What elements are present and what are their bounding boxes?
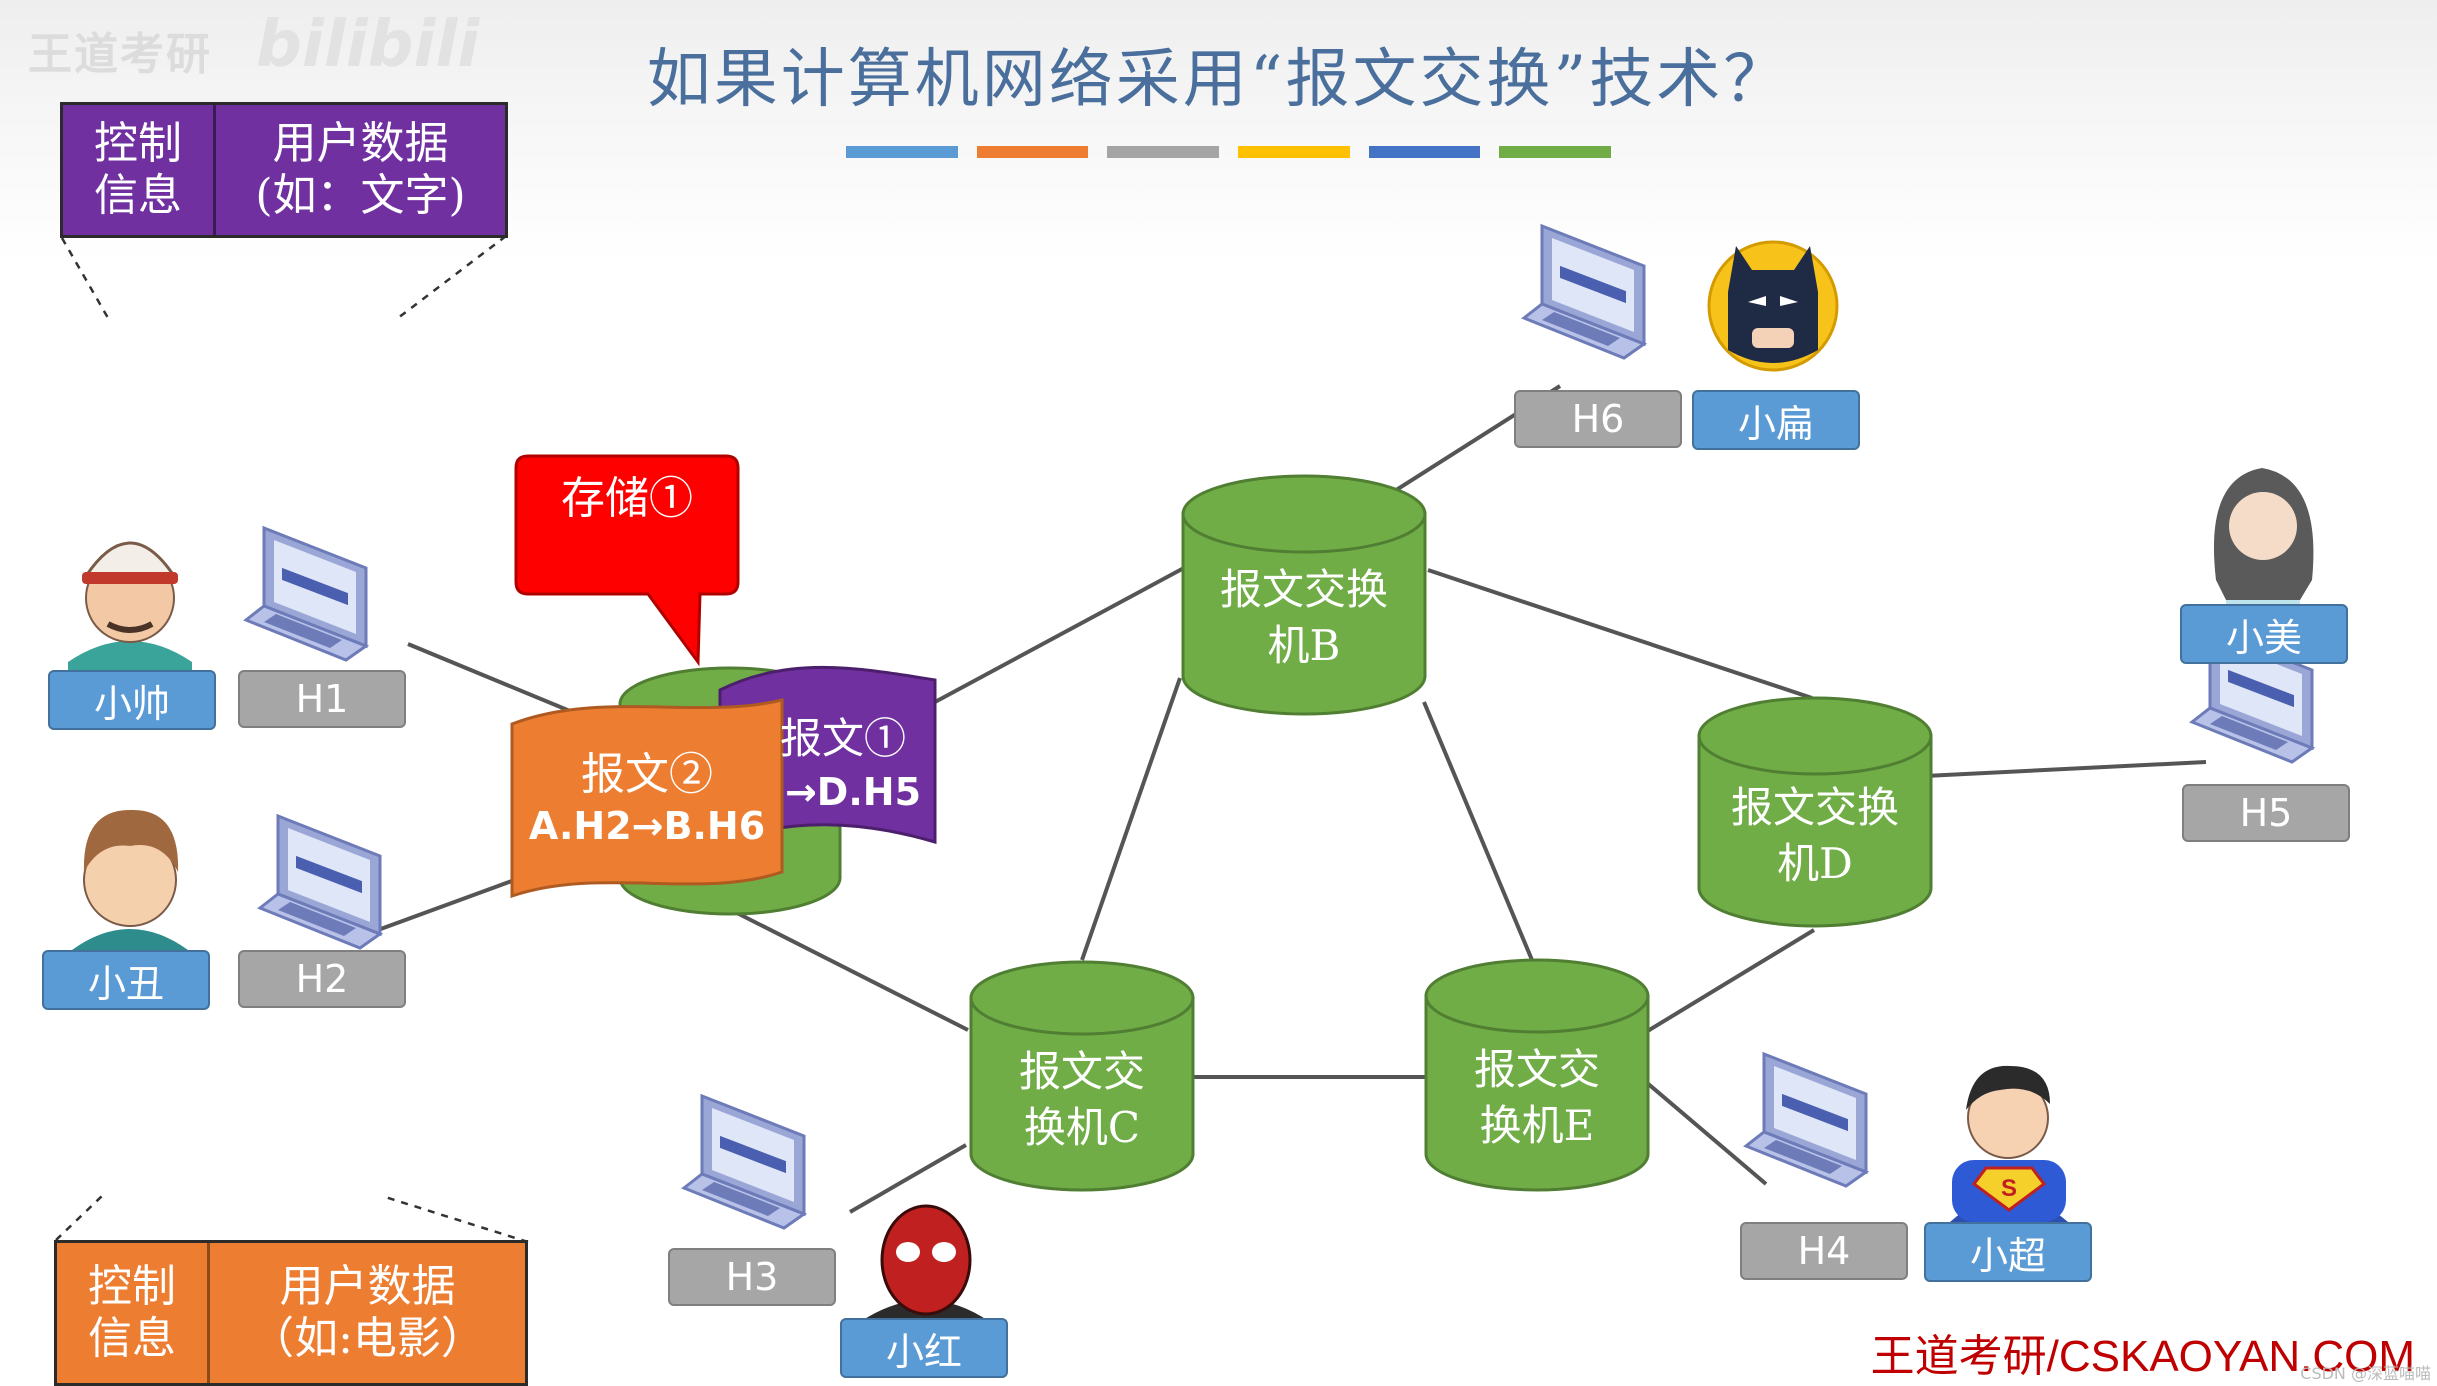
host-h1-label: H1 [238, 670, 406, 728]
user-data-label: 用户数据 (如：文字) [255, 118, 466, 221]
user-data-label: 用户数据 （如:电影） [250, 1261, 485, 1364]
link-a-c [734, 910, 969, 1032]
links [377, 384, 2207, 1214]
laptop-icon-h6 [1522, 224, 1646, 360]
laptop-icon-h2 [258, 814, 382, 950]
callout-bubble [514, 454, 740, 667]
link-h2-a [377, 876, 521, 932]
dash-top-left [60, 237, 110, 319]
control-info-label: 控制 信息 [57, 1243, 210, 1383]
csdn-watermark: CSDN @深蓝喵喵 [2300, 1364, 2431, 1383]
laptop-icon-h3 [682, 1094, 806, 1230]
title-bar [1238, 146, 1350, 158]
avatar-xiaochao-icon: S [1950, 1065, 2068, 1222]
link-d-e [1644, 928, 1816, 1034]
link-d-h5 [1924, 760, 2207, 778]
switch-d-label: 报文交换 机D [1730, 783, 1899, 888]
title-bar [1499, 146, 1612, 158]
message-1-title: 报文① [779, 714, 906, 763]
host-h2-label: H2 [238, 950, 406, 1008]
host-h4-label: H4 [1740, 1222, 1908, 1280]
switch-c-label: 报文交 换机C [1018, 1047, 1145, 1152]
switch-e-label: 报文交 换机E [1473, 1045, 1600, 1150]
watermark-site: bilibili [256, 8, 480, 82]
user-xiaobian-label: 小扁 [1692, 390, 1860, 450]
host-h6-label: H6 [1514, 390, 1682, 448]
laptop-icon-h4 [1744, 1052, 1868, 1188]
message-2-shape [510, 698, 784, 899]
title-bar [1368, 146, 1481, 158]
message-1-route: →D.H5 [784, 770, 922, 814]
switch-e [1424, 958, 1650, 1192]
link-b-d [1427, 568, 1813, 700]
control-info-label: 控制 信息 [63, 105, 216, 235]
title-bar [976, 146, 1089, 158]
link-c-h3 [848, 1143, 968, 1214]
avatar-xiaomei-icon [2213, 468, 2314, 604]
switch-c [969, 960, 1195, 1192]
dash-bottom-right [381, 1194, 529, 1244]
dash-top-right [397, 235, 507, 319]
avatar-xiaohong-icon [860, 1204, 990, 1330]
avatar-xiaoshuai-icon [68, 541, 192, 676]
callout-store-text: 存储① [561, 473, 693, 524]
message-2-title: 报文② [581, 749, 713, 800]
avatar-xiaobian-icon [1707, 240, 1839, 372]
link-e-h4 [1644, 1080, 1768, 1186]
link-a-b [934, 560, 1196, 704]
packet-header-text: 控制 信息 用户数据 (如：文字) [60, 102, 508, 238]
user-xiaoshuai-label: 小帅 [48, 670, 216, 730]
avatar-xiaochou-icon [72, 809, 188, 962]
user-xiaochou-label: 小丑 [42, 950, 210, 1010]
user-xiaomei-label: 小美 [2180, 604, 2348, 664]
switch-b [1181, 474, 1427, 716]
page-title: 如果计算机网络采用“报文交换”技术？ [646, 43, 1791, 117]
message-2-route: A.H2→B.H6 [528, 804, 766, 848]
footer-brand: 王道考研/CSKAOYAN.COM [1870, 1332, 2415, 1381]
link-b-e [1422, 701, 1534, 961]
user-xiaohong-label: 小红 [840, 1318, 1008, 1378]
dashed-guides [55, 235, 529, 1244]
title-bar [846, 146, 958, 158]
title-color-bars [846, 146, 1612, 158]
user-xiaochao-label: 小超 [1924, 1222, 2092, 1282]
link-b-c [1080, 677, 1182, 961]
host-h3-label: H3 [668, 1248, 836, 1306]
dash-bottom-left [55, 1195, 103, 1241]
packet-header-movie: 控制 信息 用户数据 （如:电影） [54, 1240, 528, 1386]
laptop-icon-h1 [244, 526, 368, 662]
svg-text:S: S [2001, 1175, 2017, 1202]
switch-d [1697, 696, 1933, 928]
title-bar [1107, 146, 1220, 158]
switch-b-label: 报文交换 机B [1219, 565, 1388, 670]
watermark-logo: 王道考研 [28, 29, 212, 80]
host-h5-label: H5 [2182, 784, 2350, 842]
